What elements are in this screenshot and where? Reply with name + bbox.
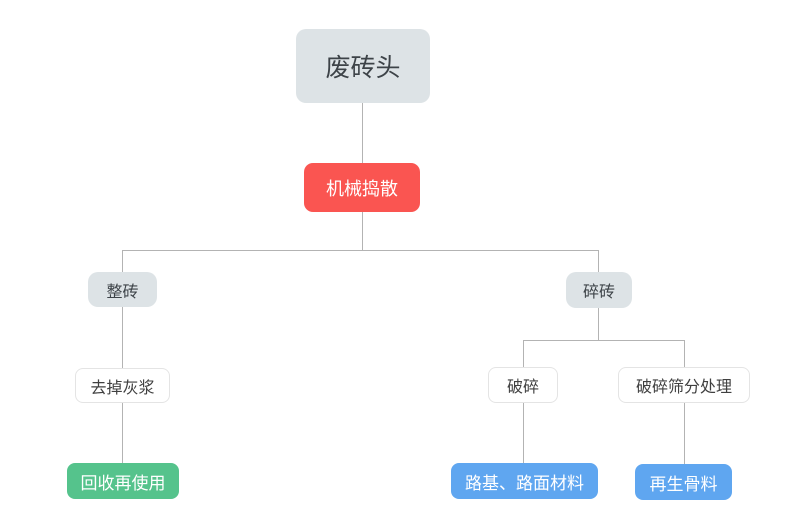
connector-whole-brick-mortar	[122, 307, 123, 368]
connector-stub-broken-brick	[598, 250, 599, 272]
connector-stub-crush	[523, 340, 524, 367]
node-road-material[interactable]: 路基、路面材料	[451, 463, 598, 499]
connector-root-process	[362, 103, 363, 163]
connector-screen-aggregate	[684, 403, 685, 464]
node-mechanical-breakup[interactable]: 机械捣散	[304, 163, 420, 212]
connector-stub-crush-screen	[684, 340, 685, 367]
node-remove-mortar[interactable]: 去掉灰浆	[75, 368, 170, 403]
connector-level3-horizontal	[523, 340, 684, 341]
node-broken-brick[interactable]: 碎砖	[566, 272, 632, 308]
connector-stub-whole-brick	[122, 250, 123, 272]
connector-broken-brick-split	[598, 308, 599, 340]
node-crushing[interactable]: 破碎	[488, 367, 558, 403]
node-whole-brick[interactable]: 整砖	[88, 272, 157, 307]
node-waste-brick[interactable]: 废砖头	[296, 29, 430, 103]
node-recycled-aggregate[interactable]: 再生骨料	[635, 464, 732, 500]
node-recycle-reuse[interactable]: 回收再使用	[67, 463, 179, 499]
connector-level2-horizontal	[122, 250, 599, 251]
node-crush-screening[interactable]: 破碎筛分处理	[618, 367, 750, 403]
connector-crush-road	[523, 403, 524, 463]
connector-mortar-recycle	[122, 403, 123, 463]
connector-process-split	[362, 212, 363, 250]
